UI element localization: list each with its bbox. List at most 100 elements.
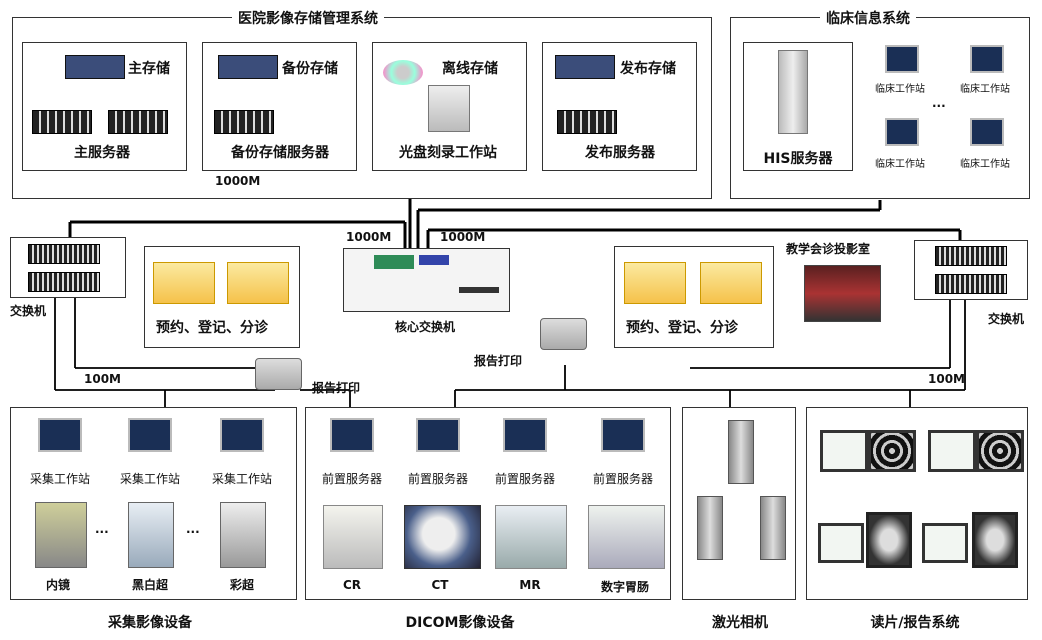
clinical-workstation-label: 临床工作站 (875, 84, 925, 95)
workstation-icon (38, 418, 82, 452)
core-speed-left: 1000M (346, 230, 392, 244)
front-server-label: 前置服务器 (494, 472, 556, 486)
disc-burner-icon (428, 85, 470, 132)
xray-monitor-icon (866, 512, 912, 568)
gi-xray-image (588, 505, 665, 569)
storage-array-icon (65, 55, 125, 79)
switch-icon (935, 246, 1007, 266)
ct-scanner-image (404, 505, 481, 569)
publish-server-label: 发布服务器 (585, 145, 655, 161)
report-monitor-icon (818, 523, 864, 563)
main-storage-label: 主存储 (128, 61, 170, 77)
dicom-devices-title: DICOM影像设备 (405, 615, 515, 631)
front-server-label: 前置服务器 (592, 472, 654, 486)
capture-device-label: 内镜 (45, 578, 71, 592)
capture-device-label: 黑白超 (131, 578, 169, 592)
clinical-workstation-label: 临床工作站 (875, 159, 925, 170)
core-speed-right: 1000M (440, 230, 486, 244)
image-monitor-icon (868, 430, 916, 472)
dicom-device-label: CR (342, 578, 362, 592)
capture-workstation-label: 采集工作站 (211, 472, 273, 486)
printer-icon (540, 318, 587, 350)
dicom-device-label: CT (431, 578, 449, 592)
backup-server-label: 备份存储服务器 (231, 145, 329, 161)
laser-camera-title: 激光相机 (712, 615, 768, 631)
switch-icon (935, 274, 1007, 294)
server-rack-icon (214, 110, 274, 134)
workstation-icon (601, 418, 645, 452)
report-monitor-icon (928, 430, 976, 472)
server-rack-icon (108, 110, 168, 134)
core-switch-icon (343, 248, 510, 312)
reception-illustration (700, 262, 762, 304)
clinical-system-title: 临床信息系统 (820, 8, 916, 28)
workstation-icon (330, 418, 374, 452)
cr-device-image (323, 505, 383, 569)
teaching-room-label: 教学会诊投影室 (786, 242, 871, 256)
capture-device-label: 彩超 (229, 578, 255, 592)
offline-storage-label: 离线存储 (442, 61, 498, 77)
core-switch-label: 核心交换机 (394, 320, 456, 334)
teaching-room-image (804, 265, 881, 322)
report-monitor-icon (820, 430, 868, 472)
clinical-workstation-label: 临床工作站 (960, 84, 1010, 95)
capture-workstation-label: 采集工作站 (29, 472, 91, 486)
switch-icon (28, 272, 100, 292)
pacs-system-title: 医院影像存储管理系统 (232, 8, 384, 28)
left-switch-label: 交换机 (10, 304, 47, 318)
report-monitor-icon (922, 523, 968, 563)
workstation-icon (970, 45, 1004, 73)
endoscope-image (35, 502, 87, 568)
right-speed: 100M (928, 372, 965, 386)
workstation-icon (128, 418, 172, 452)
reception-illustration (227, 262, 289, 304)
workstation-icon (970, 118, 1004, 146)
workstation-icon (885, 45, 919, 73)
his-server-icon (778, 50, 808, 134)
right-booking-label: 预约、登记、分诊 (626, 320, 738, 336)
right-printer-label: 报告打印 (474, 354, 523, 368)
xray-monitor-icon (972, 512, 1018, 568)
image-monitor-icon (976, 430, 1024, 472)
laser-camera-icon (697, 496, 723, 560)
printer-icon (255, 358, 302, 390)
capture-ellipsis: ... (95, 522, 109, 536)
disc-stack-icon (383, 60, 423, 85)
dicom-device-label: 数字胃肠 (600, 580, 650, 594)
reception-illustration (153, 262, 215, 304)
clinical-ellipsis: ... (932, 96, 946, 110)
front-server-label: 前置服务器 (407, 472, 469, 486)
storage-array-icon (218, 55, 278, 79)
laser-camera-icon (728, 420, 754, 484)
dicom-device-label: MR (519, 578, 541, 592)
capture-devices-title: 采集影像设备 (108, 615, 192, 631)
reading-system-title: 读片/报告系统 (870, 615, 960, 631)
reception-illustration (624, 262, 686, 304)
left-printer-label: 报告打印 (312, 381, 361, 395)
server-rack-icon (32, 110, 92, 134)
right-switch-label: 交换机 (988, 312, 1025, 326)
disc-burning-workstation-label: 光盘刻录工作站 (399, 145, 497, 161)
workstation-icon (885, 118, 919, 146)
storage-array-icon (555, 55, 615, 79)
main-server-label: 主服务器 (74, 145, 130, 161)
capture-workstation-label: 采集工作站 (119, 472, 181, 486)
bw-ultrasound-image (128, 502, 174, 568)
storage-bus-speed: 1000M (215, 174, 261, 188)
mr-scanner-image (495, 505, 567, 569)
laser-camera-icon (760, 496, 786, 560)
left-booking-label: 预约、登记、分诊 (156, 320, 268, 336)
workstation-icon (416, 418, 460, 452)
server-rack-icon (557, 110, 617, 134)
backup-storage-label: 备份存储 (282, 61, 338, 77)
left-speed: 100M (84, 372, 121, 386)
his-server-label: HIS服务器 (763, 151, 833, 167)
switch-icon (28, 244, 100, 264)
capture-ellipsis: ... (186, 522, 200, 536)
publish-storage-label: 发布存储 (620, 61, 676, 77)
front-server-label: 前置服务器 (321, 472, 383, 486)
clinical-workstation-label: 临床工作站 (960, 159, 1010, 170)
workstation-icon (220, 418, 264, 452)
workstation-icon (503, 418, 547, 452)
color-ultrasound-image (220, 502, 266, 568)
